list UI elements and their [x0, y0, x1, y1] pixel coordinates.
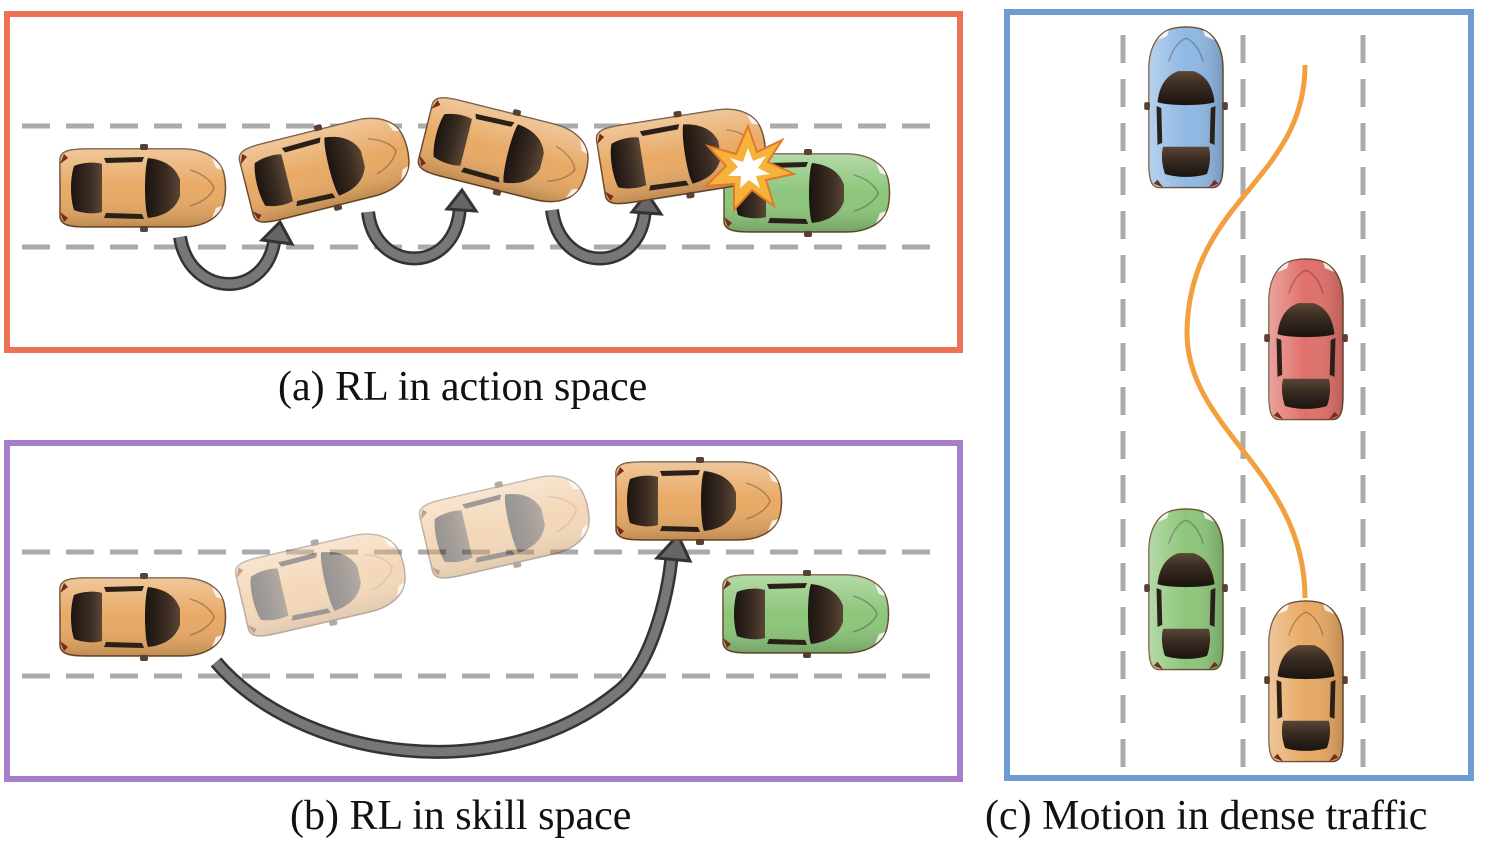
arrow-head	[444, 187, 479, 213]
caption-action-space: (a) RL in action space	[278, 364, 648, 410]
panel-c	[1004, 9, 1474, 781]
motion-path	[1184, 64, 1308, 599]
caption-skill-space: (b) RL in skill space	[290, 793, 632, 839]
skill-arrow-fill	[212, 551, 677, 757]
panel-b	[4, 440, 963, 782]
ego-car	[1264, 601, 1348, 762]
caption-dense-traffic: (c) Motion in dense traffic	[985, 793, 1428, 839]
ego-car	[615, 456, 783, 546]
arrow-head	[629, 190, 664, 216]
panel-a	[4, 11, 963, 353]
arrow-head	[258, 219, 295, 246]
traffic-car-blue	[1144, 27, 1228, 188]
ego-car	[59, 143, 227, 233]
step-arrow-fill	[363, 204, 465, 263]
collision-icon	[703, 123, 798, 213]
traffic-car-green	[1144, 509, 1228, 670]
traffic-car-red	[1264, 259, 1348, 420]
obstacle-car-green	[722, 569, 890, 659]
step-arrow-fill	[547, 207, 650, 263]
step-arrow-fill	[175, 234, 280, 289]
arrow-head	[653, 532, 693, 563]
ego-car	[59, 572, 227, 662]
panel-c-border	[1004, 9, 1474, 781]
